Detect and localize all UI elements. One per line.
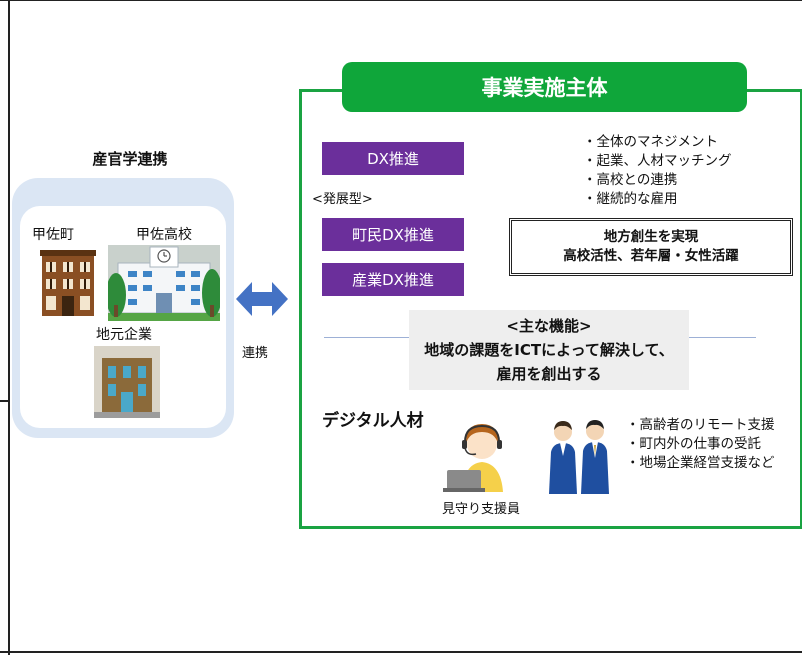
- industry-dx-label: 産業DX推進: [322, 263, 464, 296]
- frame-left-border: [8, 0, 10, 655]
- developed-type-label: <発展型>: [312, 192, 373, 207]
- double-arrow-icon: [236, 282, 288, 316]
- frame-bottom-border: [0, 651, 802, 653]
- regional-revitalization-box: 地方創生を実現 高校活性、若年層・女性活躍: [509, 218, 793, 276]
- citizen-dx-label: 町民DX推進: [322, 218, 464, 251]
- management-list: ・全体のマネジメント ・起業、人材マッチング ・高校との連携 ・継続的な雇用: [583, 133, 732, 209]
- link-label: 連携: [242, 346, 269, 361]
- company-building-icon: [94, 346, 160, 418]
- frame-top-border: [0, 0, 802, 1]
- implementing-body-banner: 事業実施主体: [342, 62, 747, 112]
- digital-talent-title: デジタル人材: [322, 411, 424, 431]
- list-item: ・高齢者のリモート支援: [626, 417, 775, 433]
- list-item: ・起業、人材マッチング: [583, 153, 732, 169]
- town-label: 甲佐町: [32, 227, 74, 243]
- list-item: ・地場企業経営支援など: [626, 455, 775, 471]
- school-label: 甲佐高校: [136, 227, 192, 243]
- goal-line-2: 高校活性、若年層・女性活躍: [563, 248, 739, 264]
- goal-line-1: 地方創生を実現: [603, 229, 699, 245]
- company-label: 地元企業: [96, 327, 152, 343]
- dx-promotion-label: DX推進: [322, 142, 464, 175]
- support-operator-icon: [443, 424, 503, 492]
- main-function-box: <主な機能> 地域の課題をICTによって解決して、 雇用を創出する: [409, 310, 689, 390]
- list-item: ・町内外の仕事の受託: [626, 436, 761, 452]
- operator-label: 見守り支援員: [442, 502, 521, 517]
- list-item: ・高校との連携: [583, 172, 678, 188]
- services-list: ・高齢者のリモート支援 ・町内外の仕事の受託 ・地場企業経営支援など: [626, 416, 775, 473]
- list-item: ・継続的な雇用: [583, 191, 678, 207]
- function-line-3: 雇用を創出する: [496, 365, 602, 383]
- function-heading: <主な機能>: [506, 317, 592, 335]
- town-hall-building-icon: [40, 250, 96, 316]
- list-item: ・全体のマネジメント: [583, 134, 718, 150]
- business-people-icon: [549, 420, 609, 494]
- frame-tick: [0, 400, 8, 402]
- school-building-icon: [108, 245, 220, 321]
- cooperation-title: 産官学連携: [92, 150, 168, 168]
- function-line-2: 地域の課題をICTによって解決して、: [424, 341, 674, 359]
